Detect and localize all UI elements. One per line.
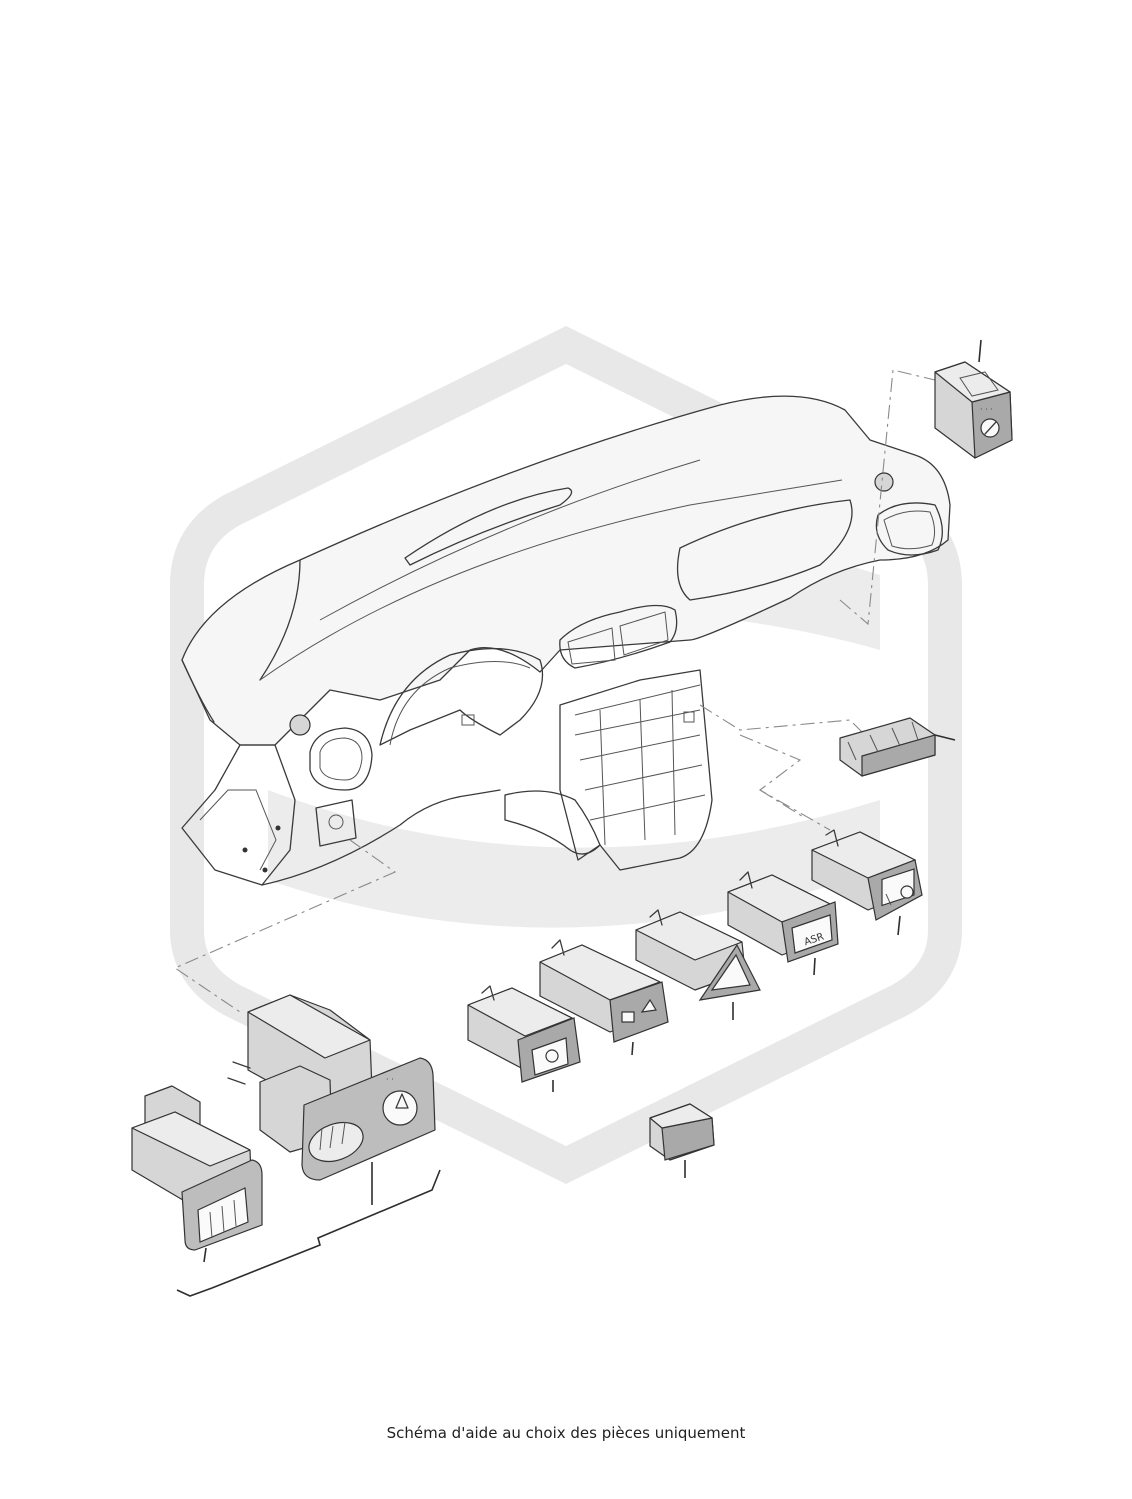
assembly-lines [173,369,936,1013]
group-bracket [176,1169,441,1297]
rocker-switch-2 [467,985,581,1092]
hazard-switch [635,909,761,1020]
diagram-caption: Schéma d'aide au choix des pièces unique… [386,1424,746,1442]
svg-text:· · ·: · · · [980,405,993,414]
rocker-switch-3 [539,939,669,1056]
svg-text:· ·: · · [386,1075,394,1084]
blank-switch [649,1103,715,1178]
light-switch: · · [227,994,436,1205]
key-switch: · · · [934,339,1013,459]
dimmer-switch [131,1085,263,1263]
dashboard-panel [181,395,951,886]
asr-switch: ASR [727,871,839,976]
switch-carrier [839,717,956,777]
rocker-switch-6 [811,829,923,936]
